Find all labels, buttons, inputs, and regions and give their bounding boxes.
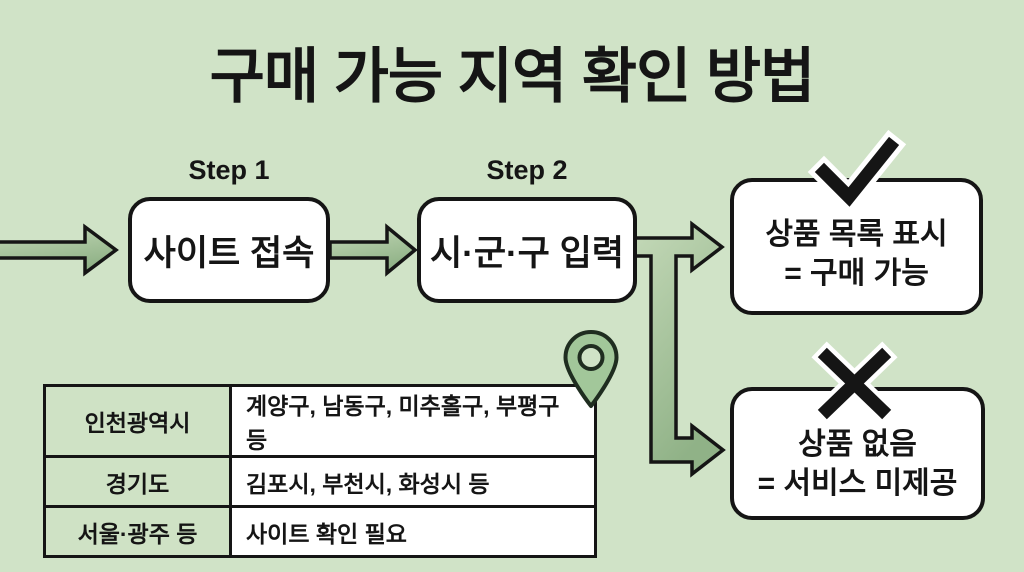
region-cell: 서울·광주 등 [43,505,232,558]
success-line2: = 구매 가능 [784,256,929,290]
page-title: 구매 가능 지역 확인 방법 [209,43,816,110]
areas-cell: 김포시, 부천시, 화성시 등 [229,455,597,508]
step1-box: 사이트 접속 [128,197,330,303]
fail-box: 상품 없음 = 서비스 미제공 [730,387,985,520]
step2-box-text: 시·군·구 입력 [429,233,625,273]
table-row: 경기도 김포시, 부천시, 화성시 등 [43,455,597,508]
step1-to-step2-arrow-icon [328,223,418,277]
success-line1: 상품 목록 표시 [765,217,948,251]
region-table: 인천광역시 계양구, 남동구, 미추홀구, 부평구 등 경기도 김포시, 부천시… [43,384,597,558]
table-row: 서울·광주 등 사이트 확인 필요 [43,505,597,558]
step2-label: Step 2 [486,155,568,185]
step2-box: 시·군·구 입력 [417,197,637,303]
step1-label: Step 1 [188,155,270,185]
fail-box-text: 상품 없음 = 서비스 미제공 [758,425,958,503]
table-row: 인천광역시 계양구, 남동구, 미추홀구, 부평구 등 [43,384,597,458]
areas-cell: 계양구, 남동구, 미추홀구, 부평구 등 [229,384,597,458]
success-box-text: 상품 목록 표시 = 구매 가능 [765,215,947,293]
success-box: 상품 목록 표시 = 구매 가능 [730,178,983,315]
step1-box-text: 사이트 접속 [143,233,315,273]
region-cell: 경기도 [43,455,232,508]
branch-arrows-icon [633,220,726,478]
fail-line2: = 서비스 미제공 [757,466,958,500]
fail-line1: 상품 없음 [798,427,917,461]
areas-cell: 사이트 확인 필요 [229,505,597,558]
entry-arrow-icon [0,223,119,277]
region-cell: 인천광역시 [43,384,232,458]
